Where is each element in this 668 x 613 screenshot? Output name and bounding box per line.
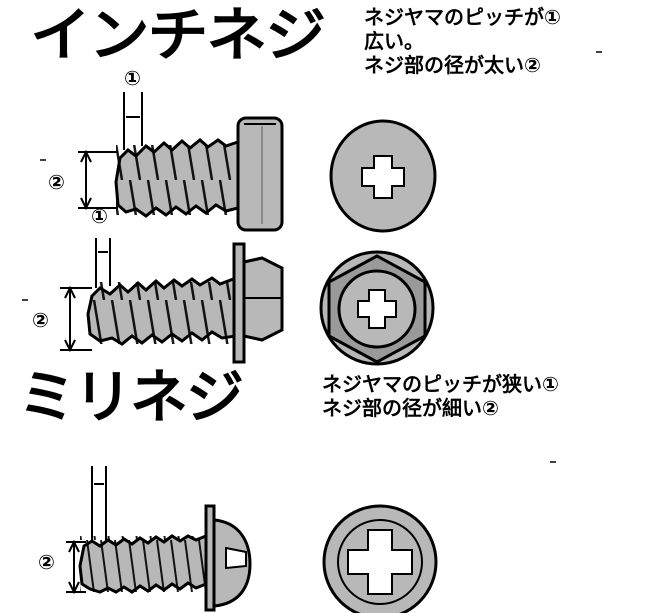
- diameter-marker-inch-1: ②: [48, 170, 65, 194]
- milli-washer-screw-icon: [78, 504, 252, 612]
- inch-flange-dimensions: [60, 238, 111, 353]
- phillips-head-icon: [322, 504, 438, 613]
- inch-desc-line-3: ネジ部の径が太い②: [364, 53, 541, 77]
- inch-desc-line-2: 広い。: [364, 29, 424, 53]
- inch-desc-line-1: ネジヤマのピッチが①: [364, 5, 561, 29]
- stray-marks: [22, 51, 602, 463]
- milli-dimensions: [66, 466, 107, 595]
- diameter-marker-inch-2: ②: [32, 308, 49, 332]
- hex-head-icon: [319, 250, 435, 366]
- milli-screw-title: ミリネジ: [18, 363, 244, 431]
- inch-pan-dimensions: [78, 92, 143, 211]
- diameter-marker-milli: ②: [38, 550, 55, 574]
- inch-screw-description: ネジヤマのピッチが① 広い。 ネジ部の径が太い②: [364, 5, 561, 77]
- inch-screw-title: インチネジ: [30, 1, 326, 69]
- pitch-marker-top: ①: [124, 66, 141, 90]
- inch-pan-screw-icon: [114, 116, 284, 232]
- milli-screw-description: ネジヤマのピッチが狭い① ネジ部の径が細い②: [322, 372, 559, 420]
- phillips-head-icon: [329, 119, 437, 233]
- pitch-marker-bottom: ①: [91, 204, 108, 228]
- milli-desc-line-2: ネジ部の径が細い②: [322, 396, 499, 420]
- milli-desc-line-1: ネジヤマのピッチが狭い①: [322, 372, 559, 396]
- inch-flange-hex-screw-icon: [86, 242, 284, 364]
